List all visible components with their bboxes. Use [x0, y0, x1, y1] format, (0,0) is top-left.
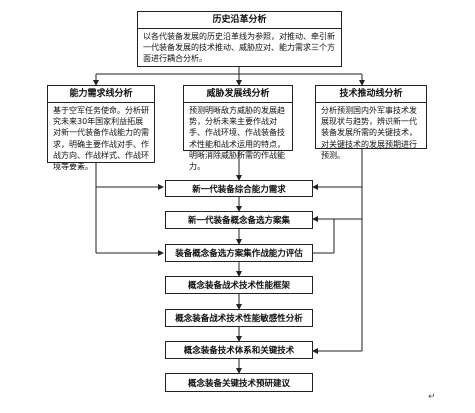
- history-analysis-box: 历史沿革分析 以各代装备发展的历史沿革线为参照，对推动、牵引新一代装备发展的技术…: [137, 11, 342, 67]
- tech-title: 技术推动线分析: [316, 86, 426, 103]
- step-concept-alternatives: 新一代装备概念备选方案集: [165, 211, 313, 229]
- step-performance-framework: 概念装备战术技术性能框架: [165, 276, 313, 294]
- step-tech-system: 概念装备技术体系和关键技术: [165, 341, 313, 359]
- history-title: 历史沿革分析: [138, 12, 341, 29]
- step-research-proposal: 概念装备关键技术预研建议: [165, 373, 313, 392]
- tech-text: 分析预测国内外军事技术发展现状与趋势，辨识新一代装备发展所需的关键技术，对关键技…: [321, 106, 417, 160]
- threat-title: 威胁发展线分析: [184, 86, 292, 103]
- demand-analysis-box: 能力需求线分析 基于空军任务使命。分析研究未来30年国家利益拓展对新一代装备作战…: [47, 85, 155, 171]
- threat-text: 预测明晰敌方威胁的发展趋势，分析未来主要作战对手、作战环境、作战装备技术性能和战…: [189, 106, 285, 172]
- paragraph-mark: ↵: [428, 392, 436, 402]
- step-capability-assessment: 装备概念备选方案集作战能力评估: [165, 244, 313, 262]
- step-sensitivity-analysis: 概念装备战术技术性能敏感性分析: [165, 309, 313, 327]
- demand-title: 能力需求线分析: [48, 86, 154, 103]
- demand-text: 基于空军任务使命。分析研究未来30年国家利益拓展对新一代装备作战能力的需求，明确…: [53, 106, 149, 172]
- threat-analysis-box: 威胁发展线分析 预测明晰敌方威胁的发展趋势，分析未来主要作战对手、作战环境、作战…: [183, 85, 293, 171]
- history-text: 以各代装备发展的历史沿革线为参照，对推动、牵引新一代装备发展的技术推动、威胁应对…: [143, 32, 335, 64]
- step-comprehensive-capability: 新一代装备综合能力需求: [165, 180, 313, 197]
- tech-analysis-box: 技术推动线分析 分析预测国内外军事技术发展现状与趋势，辨识新一代装备发展所需的关…: [315, 85, 427, 160]
